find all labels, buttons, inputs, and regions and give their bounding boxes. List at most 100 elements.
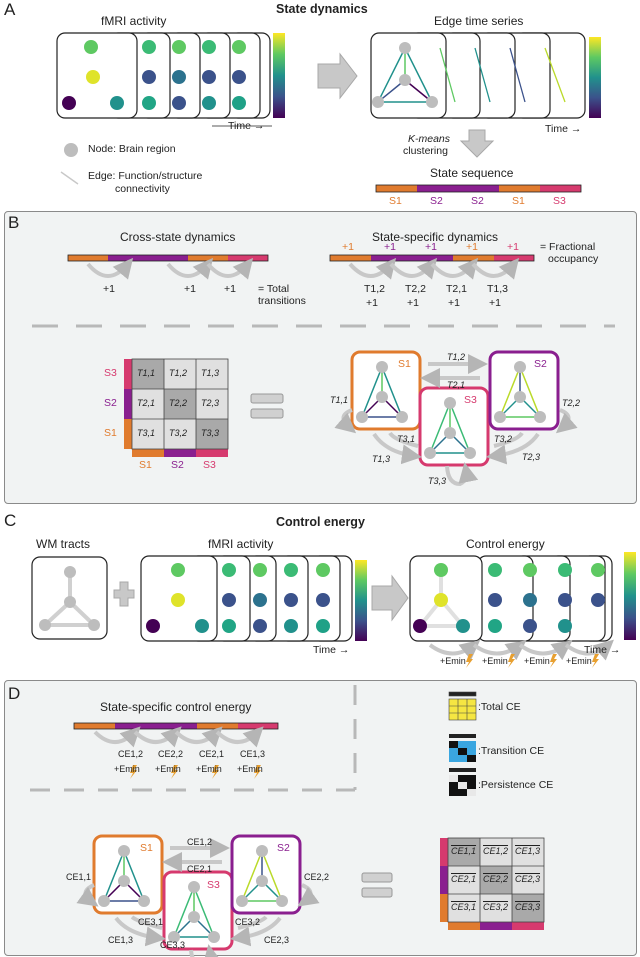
graph-edge — [381, 366, 403, 418]
edge-label-a: Edge time series — [434, 14, 524, 28]
seq-s3: S3 — [553, 195, 566, 207]
state-arrows-d — [76, 838, 320, 957]
fmri-stack-a — [56, 32, 271, 119]
total-text-2: transitions — [258, 295, 306, 307]
graph-edge — [361, 366, 383, 418]
graph-node — [256, 845, 268, 857]
emin-d4: +Emin — [237, 764, 263, 774]
plus-one-t4: +1 — [489, 297, 501, 309]
cell-d-23: CE2,3 — [515, 874, 541, 884]
cell-b-13: T1,3 — [201, 368, 220, 378]
graph-node — [424, 447, 436, 459]
cell-d-13: CE1,3 — [515, 846, 541, 856]
transition-matrix-b — [124, 358, 229, 457]
trans-1: T1,2 — [364, 283, 386, 295]
fractional-text-1: = Fractional — [540, 241, 596, 253]
matrix-b-row-s2: S2 — [104, 397, 117, 409]
plus-one-t3: +1 — [448, 297, 460, 309]
arrow-b-t32: T3,2 — [494, 434, 513, 444]
ce-stack-c — [409, 555, 613, 642]
node-legend-icon — [64, 143, 78, 157]
state-specific-bar — [329, 254, 535, 280]
arrow-d-ce32: CE3,2 — [235, 917, 261, 927]
cell-b-22: T2,2 — [169, 398, 188, 408]
graph-edge — [173, 886, 195, 938]
occ-1: +1 — [342, 241, 354, 253]
ce-item-2: CE2,2 — [158, 749, 184, 759]
graph-node — [236, 895, 248, 907]
occ-4: +1 — [466, 241, 478, 253]
graph-edge — [193, 886, 215, 938]
emin-c1: +Emin — [440, 656, 466, 666]
cell-d-11: CE1,1 — [451, 846, 477, 856]
graph-node — [118, 875, 130, 887]
arrow-c — [371, 574, 409, 622]
ce-matrix-d — [440, 837, 545, 930]
cell-d-32: CE3,2 — [483, 902, 509, 912]
kmeans-text-2: clustering — [403, 145, 448, 157]
arrow-d-ce23: CE2,3 — [264, 935, 290, 945]
graph-node — [98, 895, 110, 907]
occ-2: +1 — [384, 241, 396, 253]
cell-b-32: T3,2 — [169, 428, 188, 438]
arrow-d-ce21: CE2,1 — [187, 864, 213, 874]
arrow-d-ce33: CE3,3 — [160, 940, 186, 950]
graph-node — [256, 875, 268, 887]
state-d-s1: S1 — [140, 842, 153, 854]
trans-3: T2,1 — [446, 283, 468, 295]
graph-edge — [103, 850, 125, 902]
matrix-b-col-s2: S2 — [171, 459, 184, 471]
graph-node — [356, 411, 368, 423]
graph-node — [188, 911, 200, 923]
state-arrows-b — [334, 354, 578, 487]
colorbar-a2 — [589, 37, 601, 118]
fmri-stack-c — [140, 555, 353, 642]
state-d-s2: S2 — [277, 842, 290, 854]
occ-5: +1 — [507, 241, 519, 253]
time-label-a2: Time → — [545, 123, 582, 135]
graph-edge — [429, 402, 451, 454]
cell-b-31: T3,1 — [137, 428, 156, 438]
seq-s1: S1 — [389, 195, 402, 207]
cell-d-21: CE2,1 — [451, 874, 477, 884]
persistence-ce-icon — [449, 768, 476, 796]
trans-2: T2,2 — [405, 283, 427, 295]
cross-state-title: Cross-state dynamics — [120, 230, 236, 244]
ce-item-1: CE1,2 — [118, 749, 144, 759]
plus-one-t2: +1 — [407, 297, 419, 309]
state-b-s2: S2 — [534, 358, 547, 370]
colorbar-a1 — [273, 33, 285, 118]
arrow-d-ce13: CE1,3 — [108, 935, 134, 945]
time-label-a1: Time → — [228, 120, 265, 132]
graph-node — [444, 397, 456, 409]
emin-c3: +Emin — [524, 656, 550, 666]
total-text-1: = Total — [258, 283, 290, 295]
graph-edge — [261, 850, 283, 902]
graph-node — [118, 845, 130, 857]
ce-label-c: Control energy — [466, 537, 545, 551]
graph-edge — [449, 402, 471, 454]
state-b-s3: S3 — [464, 394, 477, 406]
wm-label: WM tracts — [36, 537, 90, 551]
cell-d-33: CE3,3 — [515, 902, 541, 912]
graph-node — [514, 391, 526, 403]
graph-edge — [123, 850, 145, 902]
ce-item-3: CE2,1 — [199, 749, 225, 759]
arrow-b-t11: T1,1 — [330, 395, 349, 405]
colorbar-c1 — [355, 560, 367, 641]
trans-4: T1,3 — [487, 283, 509, 295]
seq-s2b: S2 — [471, 195, 484, 207]
state-sequence-a — [375, 184, 582, 193]
seq-s1b: S1 — [512, 195, 525, 207]
plus-one-1: +1 — [103, 283, 115, 295]
graph-node — [208, 931, 220, 943]
arrow-b-t31: T3,1 — [397, 434, 416, 444]
emin-d1: +Emin — [114, 764, 140, 774]
legend-transition: :Transition CE — [478, 745, 545, 757]
graph-node — [276, 895, 288, 907]
cell-b-23: T2,3 — [201, 398, 220, 408]
graph-node — [168, 931, 180, 943]
emin-d3: +Emin — [196, 764, 222, 774]
panel-letter-b: B — [8, 213, 20, 232]
lightning-c — [466, 654, 599, 668]
